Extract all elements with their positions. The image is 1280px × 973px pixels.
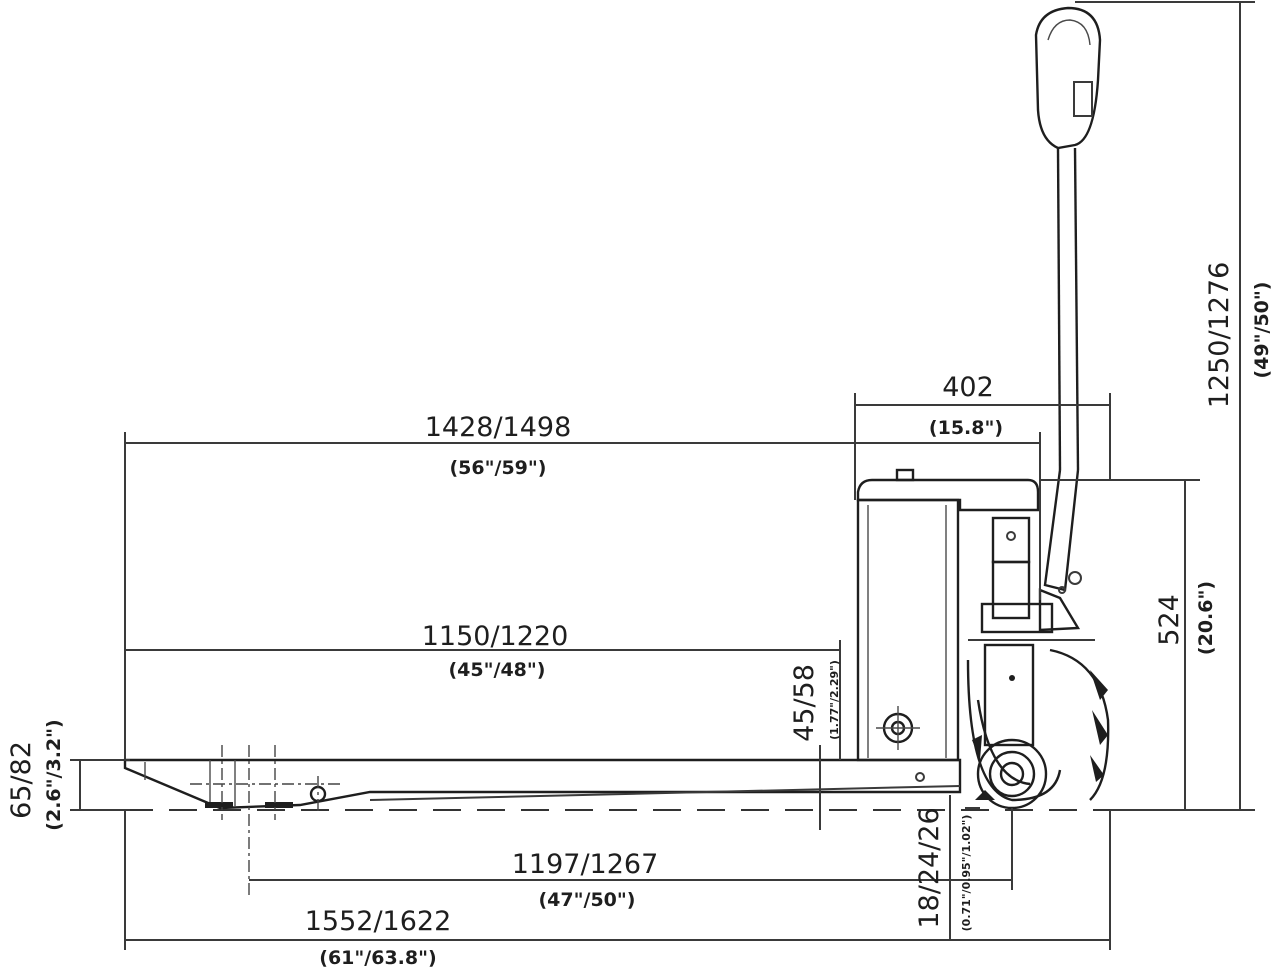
drive-unit — [966, 516, 1110, 810]
svg-text:(61"/63.8"): (61"/63.8") — [319, 947, 436, 969]
svg-text:1250/1276: 1250/1276 — [1204, 262, 1235, 409]
dim-fork-length-top: 1428/1498 (56"/59") — [124, 412, 1041, 760]
svg-text:18/24/26: 18/24/26 — [914, 807, 945, 928]
truck-body — [856, 468, 1040, 762]
svg-text:(49"/50"): (49"/50") — [1251, 282, 1273, 379]
svg-text:(0.71"/0.95"/1.02"): (0.71"/0.95"/1.02") — [960, 815, 973, 932]
svg-text:402: 402 — [942, 372, 994, 403]
dim-body-height: 524 (20.6") — [1040, 479, 1217, 810]
dim-ground-clearance: 18/24/26 (0.71"/0.95"/1.02") — [914, 795, 980, 940]
dim-fork-height-lowered: 45/58 (1.77"/2.29") — [789, 660, 841, 830]
fork — [123, 745, 962, 895]
dim-fork-length: 1150/1220 (45"/48") — [125, 621, 841, 760]
dim-fork-tip-height: 65/82 (2.6"/3.2") — [6, 719, 130, 831]
svg-text:(56"/59"): (56"/59") — [450, 457, 547, 479]
svg-text:(47"/50"): (47"/50") — [539, 889, 636, 911]
svg-text:1428/1498: 1428/1498 — [425, 412, 572, 443]
svg-text:(15.8"): (15.8") — [929, 417, 1003, 439]
svg-text:1552/1622: 1552/1622 — [305, 906, 452, 937]
svg-text:(2.6"/3.2"): (2.6"/3.2") — [43, 719, 65, 830]
svg-text:1150/1220: 1150/1220 — [422, 621, 569, 652]
dim-wheelbase: 1197/1267 (47"/50") — [249, 808, 1013, 911]
svg-text:(45"/48"): (45"/48") — [449, 659, 546, 681]
svg-text:1197/1267: 1197/1267 — [512, 849, 659, 880]
svg-text:65/82: 65/82 — [6, 741, 37, 819]
svg-text:45/58: 45/58 — [789, 664, 820, 742]
dim-body-width: 402 (15.8") — [854, 372, 1111, 500]
svg-text:(20.6"): (20.6") — [1195, 581, 1217, 655]
tiller-handle — [1034, 6, 1102, 632]
svg-text:(1.77"/2.29"): (1.77"/2.29") — [828, 660, 841, 740]
dim-handle-height: 1250/1276 (49"/50") — [1075, 1, 1273, 811]
svg-text:524: 524 — [1154, 594, 1185, 646]
dim-overall-length: 1552/1622 (61"/63.8") — [124, 810, 1111, 969]
